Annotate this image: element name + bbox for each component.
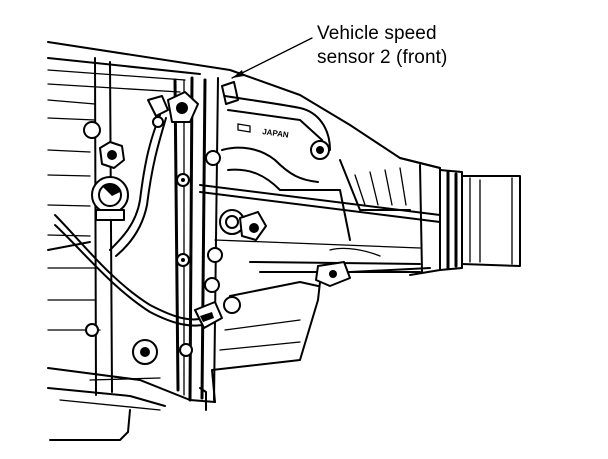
callout-leader-line [231, 37, 313, 79]
transmission-case [47, 41, 441, 411]
wiring-harness [47, 95, 223, 329]
callout-leader-arrow [232, 70, 244, 78]
left-components [83, 121, 158, 365]
callout-line-1: Vehicle speed [317, 23, 437, 44]
bottom-details [49, 377, 207, 441]
callout-line-2: sensor 2 (front) [317, 47, 448, 68]
center-flange [173, 76, 219, 402]
casting-mark: JAPAN [262, 127, 290, 140]
vehicle-speed-sensor-2 [167, 81, 239, 123]
output-shaft-tail [399, 157, 521, 276]
sensor-callout-label: Vehicle speed sensor 2 (front) [317, 22, 517, 70]
extension-housing [199, 95, 441, 314]
